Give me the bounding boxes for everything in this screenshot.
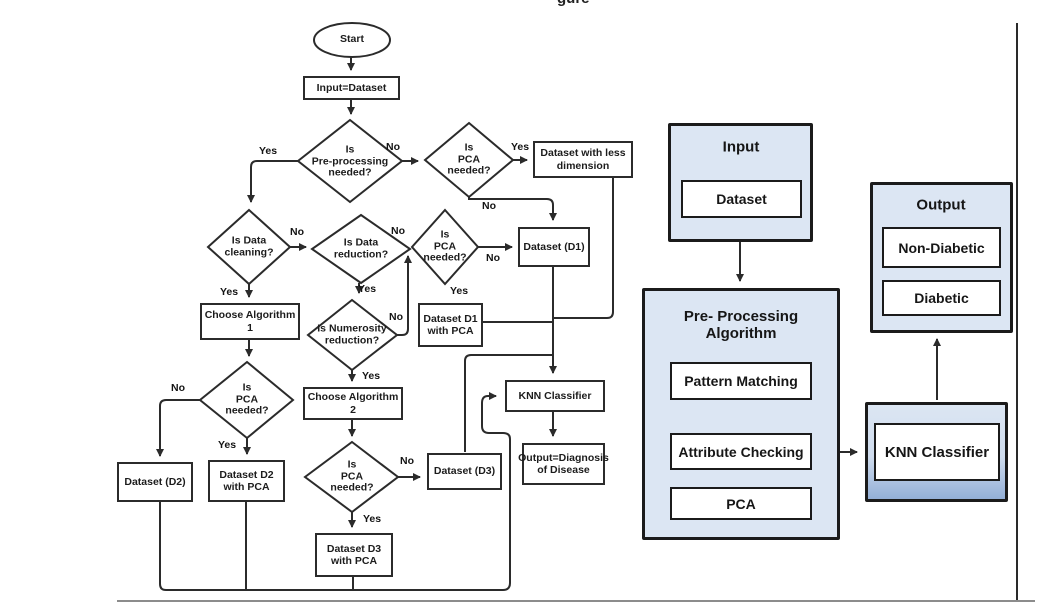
knn-classifier-inner-box: KNN Classifier [874,423,1000,481]
label-pcamid-yes: Yes [449,285,469,297]
dataset-d2-with-pca-box: Dataset D2 with PCA [208,460,285,502]
pca-bottom-decision-shape [303,440,400,514]
edge-preprocessing-yes [247,160,298,203]
pca-mid-decision-label: Is PCA needed? [423,228,467,264]
cropped-caption-fragment: gure [557,0,590,7]
pca-bottom-decision-label: Is PCA needed? [330,458,374,494]
pca-top-decision-shape [423,121,515,199]
edge-d3-join [464,354,552,452]
data-cleaning-decision-shape [206,208,292,286]
page-bottom-rule [117,600,1035,602]
dataset-d1-box: Dataset (D1) [518,227,590,267]
label-pcabottom-no: No [400,455,414,467]
edge-numerosity-no [397,255,412,336]
label-preprocessing-no: No [386,141,400,153]
pca-left-decision-shape [198,360,295,440]
knn-classifier-flow-box: KNN Classifier [505,380,605,412]
pca-top-decision-label: Is PCA needed? [447,141,491,177]
output-block-title: Output [916,196,966,214]
label-numerosity-no: No [389,311,403,323]
preprocessing-decision-shape [296,118,404,204]
label-preprocessing-yes: Yes [258,145,278,157]
data-reduction-decision-label: Is Data reduction? [333,236,389,260]
dataset-d3-with-pca-box: Dataset D3 with PCA [315,533,393,577]
preprocessing-block-title: Pre- Processing Algorithm [683,307,799,342]
dataset-d3-box: Dataset (D3) [427,453,502,490]
edge-pcaleft-no [156,399,200,457]
label-reduction-yes: Yes [357,283,377,295]
pattern-matching-box: Pattern Matching [670,362,812,400]
pca-left-decision-label: Is PCA needed? [225,381,269,417]
pca-box: PCA [670,487,812,520]
page-right-border-line [1016,23,1018,601]
label-cleaning-no: No [290,226,304,238]
numerosity-decision-label: Is Numerosity reduction? [317,322,387,346]
label-pcaleft-no: No [171,382,185,394]
data-reduction-decision-shape [310,213,412,285]
numerosity-decision-shape [306,298,399,372]
non-diabetic-box: Non-Diabetic [882,227,1001,268]
label-pcaleft-yes: Yes [217,439,237,451]
label-pcabottom-yes: Yes [362,513,382,525]
input-block-title: Input [722,138,760,156]
label-cleaning-yes: Yes [219,286,239,298]
data-cleaning-decision-label: Is Data cleaning? [224,234,274,258]
label-numerosity-yes: Yes [361,370,381,382]
start-label: Start [340,33,364,46]
input-dataset-box: Input=Dataset [303,76,400,100]
choose-algorithm-2-box: Choose Algorithm 2 [303,387,403,420]
start-terminator-shape [313,22,391,58]
diabetic-box: Diabetic [882,280,1001,316]
edge-collector-loop [159,392,511,591]
label-pcamid-no: No [486,252,500,264]
dataset-d2-box: Dataset (D2) [117,462,193,502]
pca-mid-decision-shape [410,208,480,286]
dataset-d1-with-pca-box: Dataset D1 with PCA [418,303,483,347]
label-pcatop-yes: Yes [510,141,530,153]
label-reduction-no: No [391,225,405,237]
dataset-item-box: Dataset [681,180,802,218]
label-pcatop-no: No [482,200,496,212]
less-dimension-box: Dataset with less dimension [533,141,633,178]
choose-algorithm-1-box: Choose Algorithm 1 [200,303,300,340]
preprocessing-decision-label: Is Pre-processing needed? [311,143,389,179]
edge-pcatop-no [468,197,557,221]
output-diagnosis-box: Output=Diagnosis of Disease [518,443,609,485]
attribute-checking-box: Attribute Checking [670,433,812,470]
edge-lessdim-join [554,178,614,319]
